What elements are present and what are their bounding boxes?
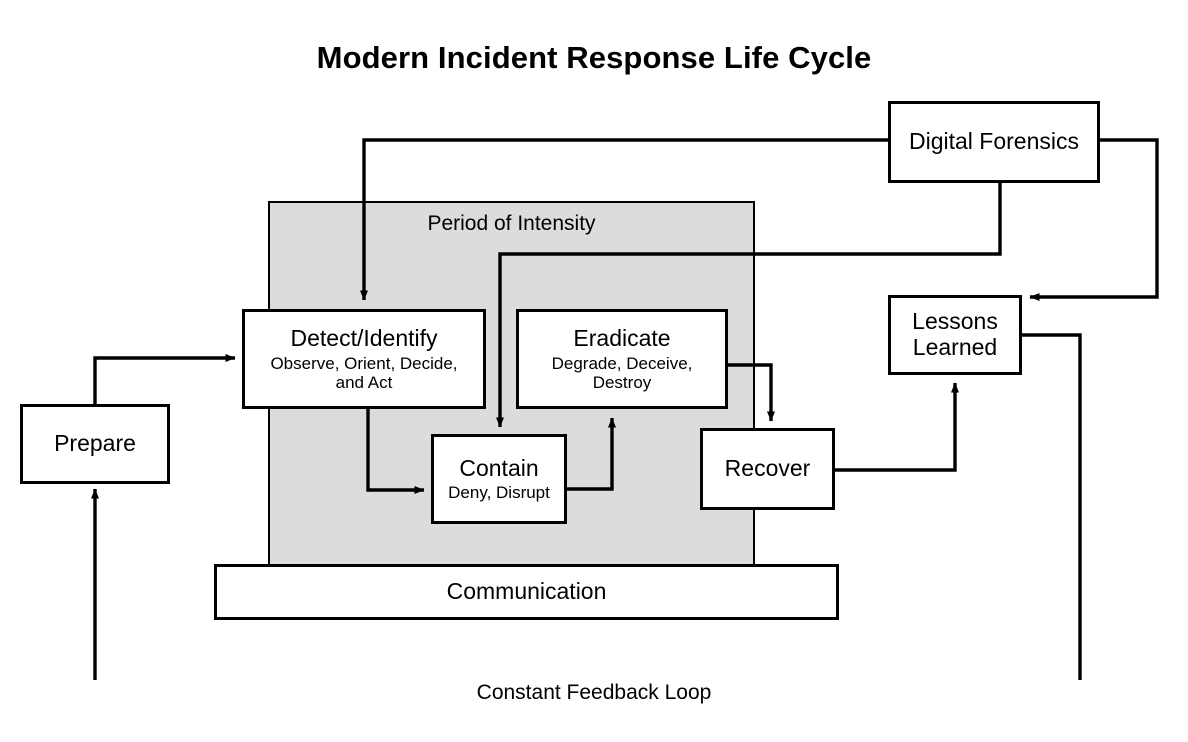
node-prepare-title: Prepare xyxy=(54,430,136,457)
node-recover-title: Recover xyxy=(724,455,811,482)
node-detect-identify-sub: Observe, Orient, Decide, and Act xyxy=(270,353,458,392)
edge-eradicate-to-recover xyxy=(728,363,775,422)
edge-detect-to-contain xyxy=(366,409,425,494)
edge-prepare-to-detect xyxy=(93,354,236,404)
edge-digital-forensics-to-detect xyxy=(360,138,888,301)
edge-contain-to-eradicate xyxy=(567,417,616,491)
node-contain[interactable]: Contain Deny, Disrupt xyxy=(431,434,567,524)
node-communication-title: Communication xyxy=(446,578,607,605)
node-eradicate-title: Eradicate xyxy=(573,325,671,352)
node-eradicate[interactable]: Eradicate Degrade, Deceive, Destroy xyxy=(516,309,728,409)
node-recover[interactable]: Recover xyxy=(700,428,835,510)
page-title: Modern Incident Response Life Cycle xyxy=(316,40,872,75)
constant-feedback-loop-text: Constant Feedback Loop xyxy=(472,681,716,704)
edge-digital-forensics-to-contain xyxy=(496,183,1002,428)
node-contain-title: Contain xyxy=(459,454,539,481)
edge-digital-forensics-to-lessons-learned xyxy=(1029,138,1159,301)
node-digital-forensics[interactable]: Digital Forensics xyxy=(888,101,1100,183)
node-detect-identify[interactable]: Detect/Identify Observe, Orient, Decide,… xyxy=(242,309,486,409)
constant-feedback-loop-label: Constant Feedback Loop xyxy=(0,680,1188,706)
edge-recover-to-lessons-learned xyxy=(835,382,959,472)
node-lessons-learned-title: Lessons Learned xyxy=(912,308,998,360)
node-eradicate-sub: Degrade, Deceive, Destroy xyxy=(551,353,693,392)
node-contain-sub: Deny, Disrupt xyxy=(448,483,550,503)
node-communication[interactable]: Communication xyxy=(214,564,839,620)
node-digital-forensics-title: Digital Forensics xyxy=(909,128,1079,155)
node-detect-identify-title: Detect/Identify xyxy=(290,325,438,352)
node-lessons-learned[interactable]: Lessons Learned xyxy=(888,295,1022,375)
node-prepare[interactable]: Prepare xyxy=(20,404,170,484)
period-of-intensity-label: Period of Intensity xyxy=(427,212,596,235)
